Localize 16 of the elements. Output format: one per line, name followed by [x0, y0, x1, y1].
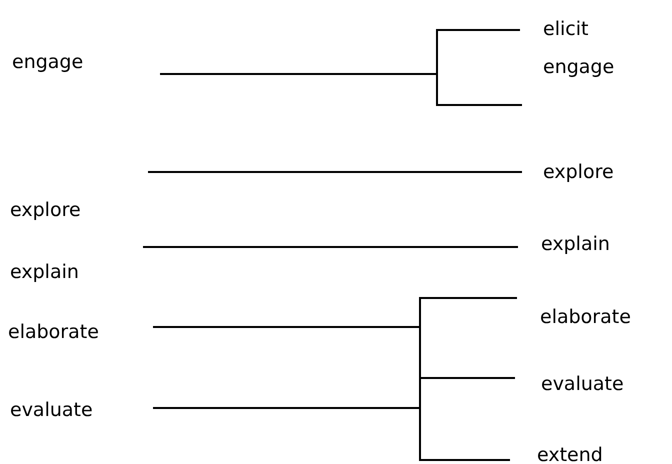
stage-label: evaluate [541, 372, 624, 396]
stage-label: elicit [543, 17, 588, 41]
stage-label: explain [541, 232, 610, 256]
connector-line [160, 73, 522, 106]
stage-label: evaluate [10, 398, 93, 422]
stage-label: explore [543, 160, 614, 184]
stage-label: extend [537, 443, 603, 464]
stage-label: explore [10, 198, 81, 222]
stage-label: elaborate [540, 305, 631, 329]
stage-label: explain [10, 260, 79, 284]
stage-label: engage [12, 50, 84, 74]
connector-line [153, 407, 510, 461]
connector-line [143, 246, 518, 248]
connector-line [148, 171, 522, 173]
stage-label: elaborate [8, 320, 99, 344]
stage-label: engage [543, 55, 614, 79]
